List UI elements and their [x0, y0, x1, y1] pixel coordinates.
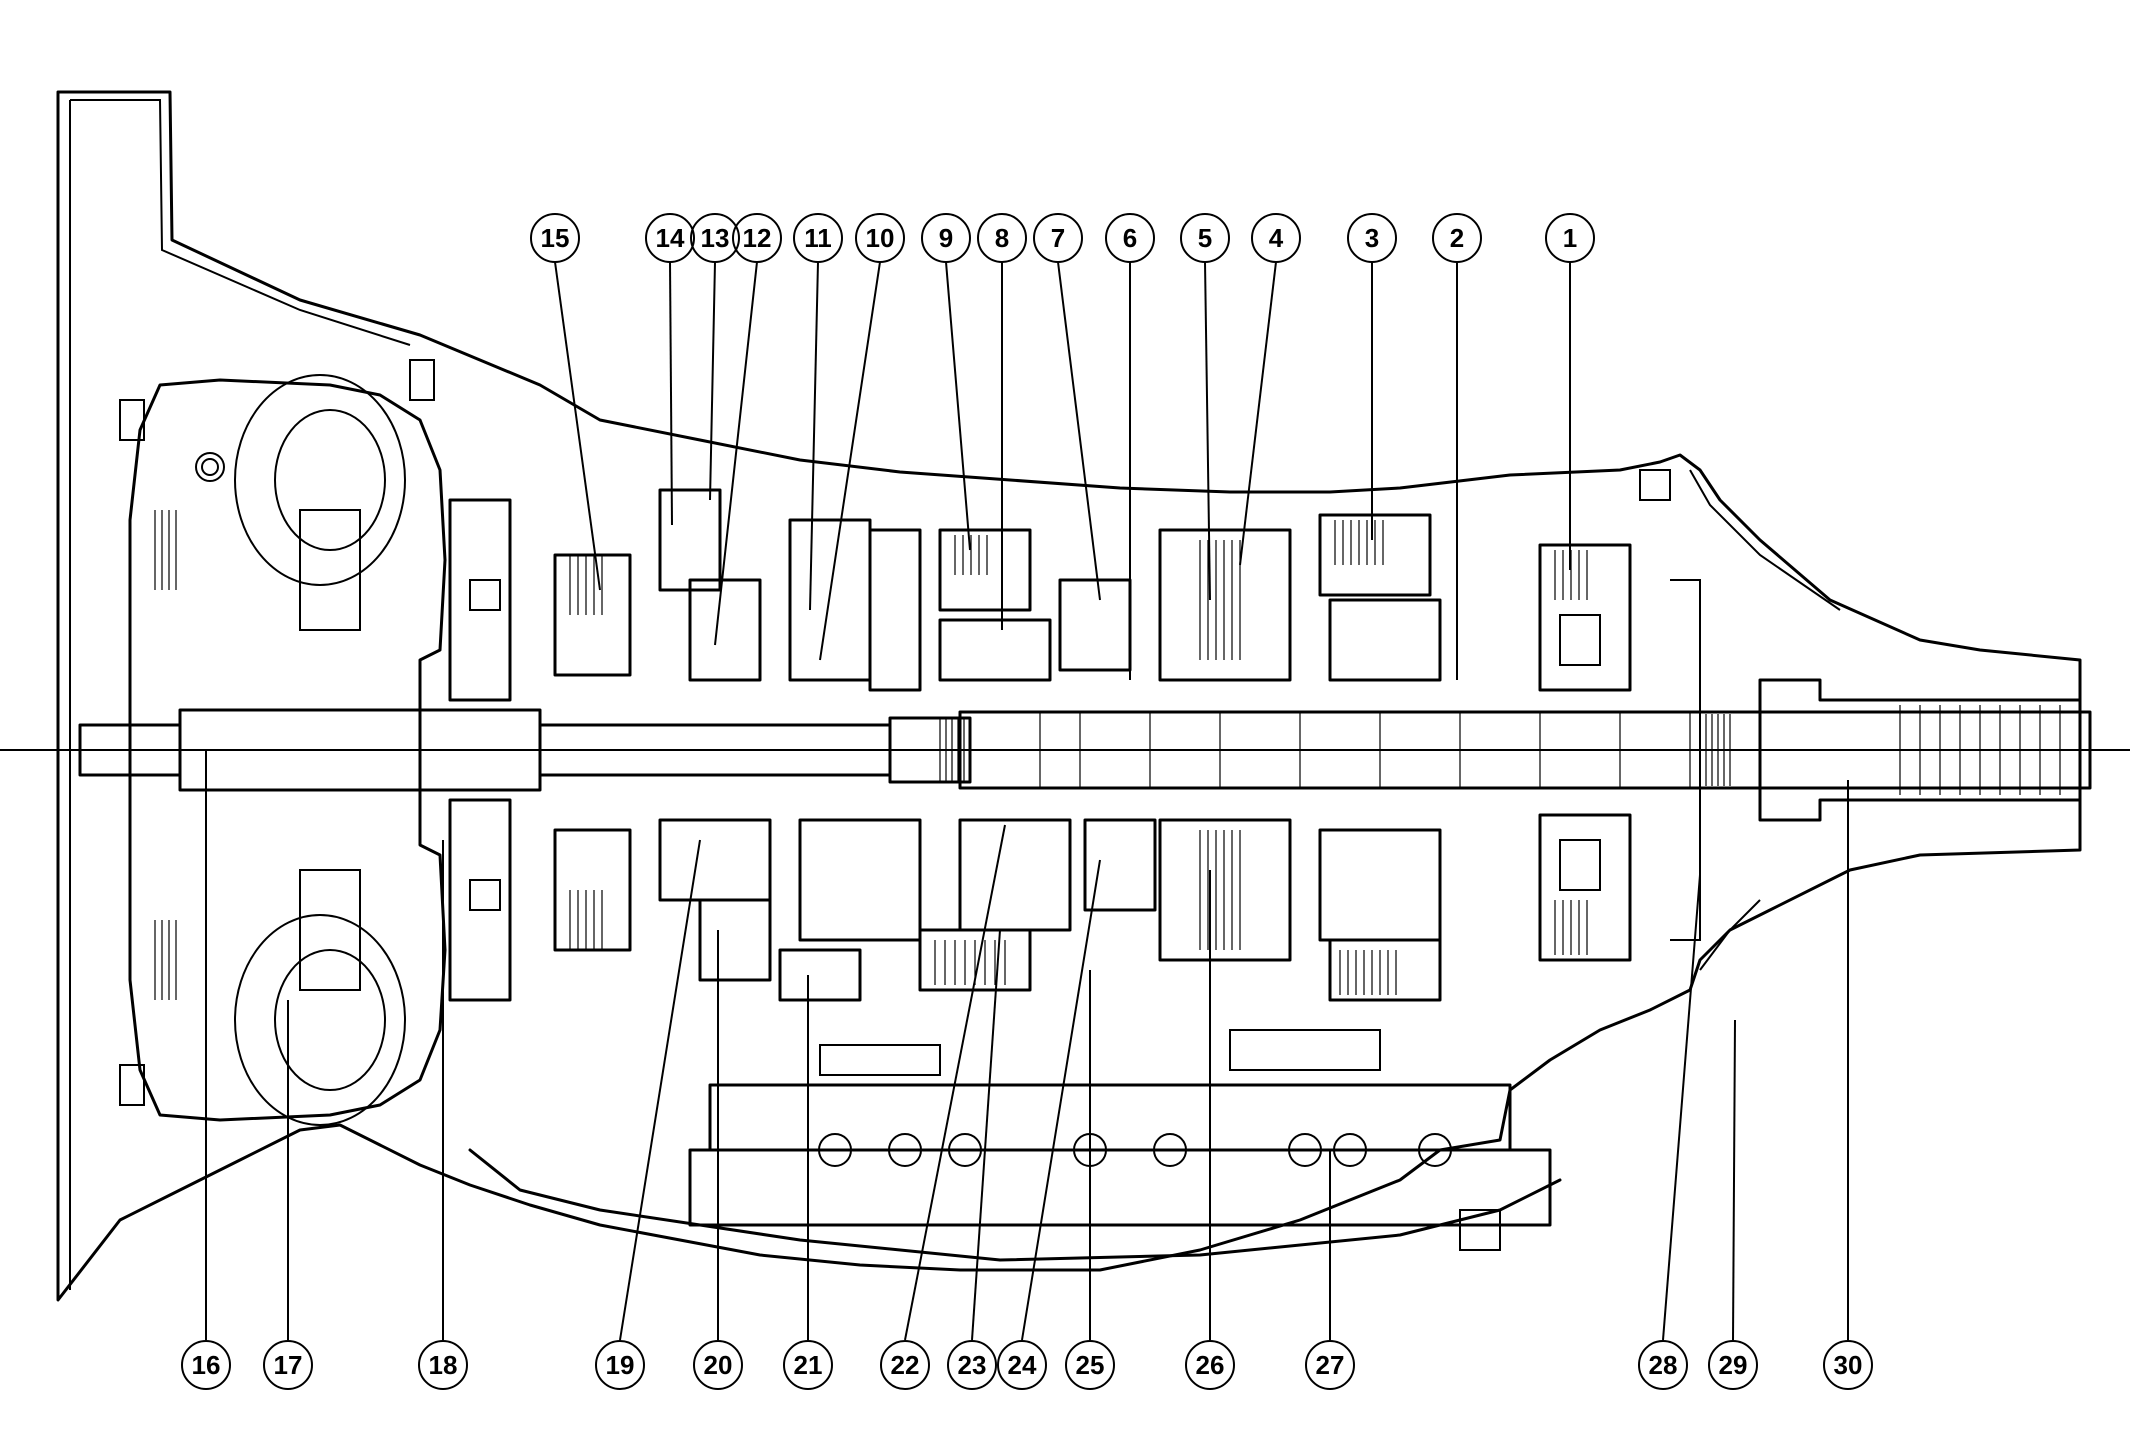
callout-18: 18	[418, 1340, 468, 1390]
callouts-bottom: 16 17 18 19 20 21 22 23 24 25 26 27 28 2…	[181, 1340, 1873, 1390]
callout-28: 28	[1638, 1340, 1688, 1390]
input-splines	[939, 718, 965, 782]
torque-converter	[128, 374, 447, 1126]
svg-text:22: 22	[891, 1350, 920, 1380]
callout-19: 19	[595, 1340, 645, 1390]
callout-22: 22	[880, 1340, 930, 1390]
svg-text:10: 10	[866, 223, 895, 253]
callout-7: 7	[1033, 213, 1083, 263]
svg-text:20: 20	[704, 1350, 733, 1380]
svg-text:5: 5	[1198, 223, 1212, 253]
transmission-case	[56, 90, 2082, 1302]
callout-16: 16	[181, 1340, 231, 1390]
callout-30: 30	[1823, 1340, 1873, 1390]
lockup-clutch	[154, 510, 177, 1000]
callout-13: 13	[690, 213, 740, 263]
svg-text:23: 23	[958, 1350, 987, 1380]
callout-14: 14	[645, 213, 695, 263]
svg-text:29: 29	[1719, 1350, 1748, 1380]
callout-12: 12	[732, 213, 782, 263]
callout-24: 24	[997, 1340, 1047, 1390]
callout-29: 29	[1708, 1340, 1758, 1390]
output-flange-splines	[1899, 705, 2061, 795]
callout-15: 15	[530, 213, 580, 263]
svg-text:24: 24	[1008, 1350, 1037, 1380]
svg-text:18: 18	[429, 1350, 458, 1380]
clutch-packs	[553, 488, 1632, 692]
callout-26: 26	[1185, 1340, 1235, 1390]
callout-10: 10	[855, 213, 905, 263]
svg-text:27: 27	[1316, 1350, 1345, 1380]
svg-text:2: 2	[1450, 223, 1464, 253]
svg-text:8: 8	[995, 223, 1009, 253]
svg-text:6: 6	[1123, 223, 1137, 253]
svg-text:30: 30	[1834, 1350, 1863, 1380]
valve-body	[468, 1029, 1562, 1262]
callout-1: 1	[1545, 213, 1595, 263]
callout-6: 6	[1105, 213, 1155, 263]
svg-text:13: 13	[701, 223, 730, 253]
svg-text:15: 15	[541, 223, 570, 253]
callout-leaders	[205, 261, 1849, 1341]
svg-text:28: 28	[1649, 1350, 1678, 1380]
callout-25: 25	[1065, 1340, 1115, 1390]
callout-23: 23	[947, 1340, 997, 1390]
callout-3: 3	[1347, 213, 1397, 263]
callout-5: 5	[1180, 213, 1230, 263]
callout-27: 27	[1305, 1340, 1355, 1390]
svg-text:12: 12	[743, 223, 772, 253]
svg-text:3: 3	[1365, 223, 1379, 253]
svg-text:7: 7	[1051, 223, 1065, 253]
callout-20: 20	[693, 1340, 743, 1390]
svg-text:17: 17	[274, 1350, 303, 1380]
svg-text:1: 1	[1563, 223, 1577, 253]
callout-21: 21	[783, 1340, 833, 1390]
callout-9: 9	[921, 213, 971, 263]
svg-text:11: 11	[804, 223, 832, 253]
svg-text:9: 9	[939, 223, 953, 253]
callout-2: 2	[1432, 213, 1482, 263]
callout-4: 4	[1251, 213, 1301, 263]
lower-half-components	[553, 579, 1701, 1002]
callouts-top: 15 14 13 12 11 10 9 8 7 6 5 4 3 2 1	[530, 213, 1595, 263]
svg-text:14: 14	[656, 223, 685, 253]
callout-8: 8	[977, 213, 1027, 263]
svg-text:16: 16	[192, 1350, 221, 1380]
svg-text:4: 4	[1269, 223, 1284, 253]
shafts	[78, 678, 2092, 822]
callout-11: 11	[793, 213, 843, 263]
svg-text:21: 21	[794, 1350, 823, 1380]
callout-17: 17	[263, 1340, 313, 1390]
oil-pump-section	[448, 498, 512, 1002]
svg-text:19: 19	[606, 1350, 635, 1380]
svg-text:26: 26	[1196, 1350, 1225, 1380]
svg-text:25: 25	[1076, 1350, 1105, 1380]
